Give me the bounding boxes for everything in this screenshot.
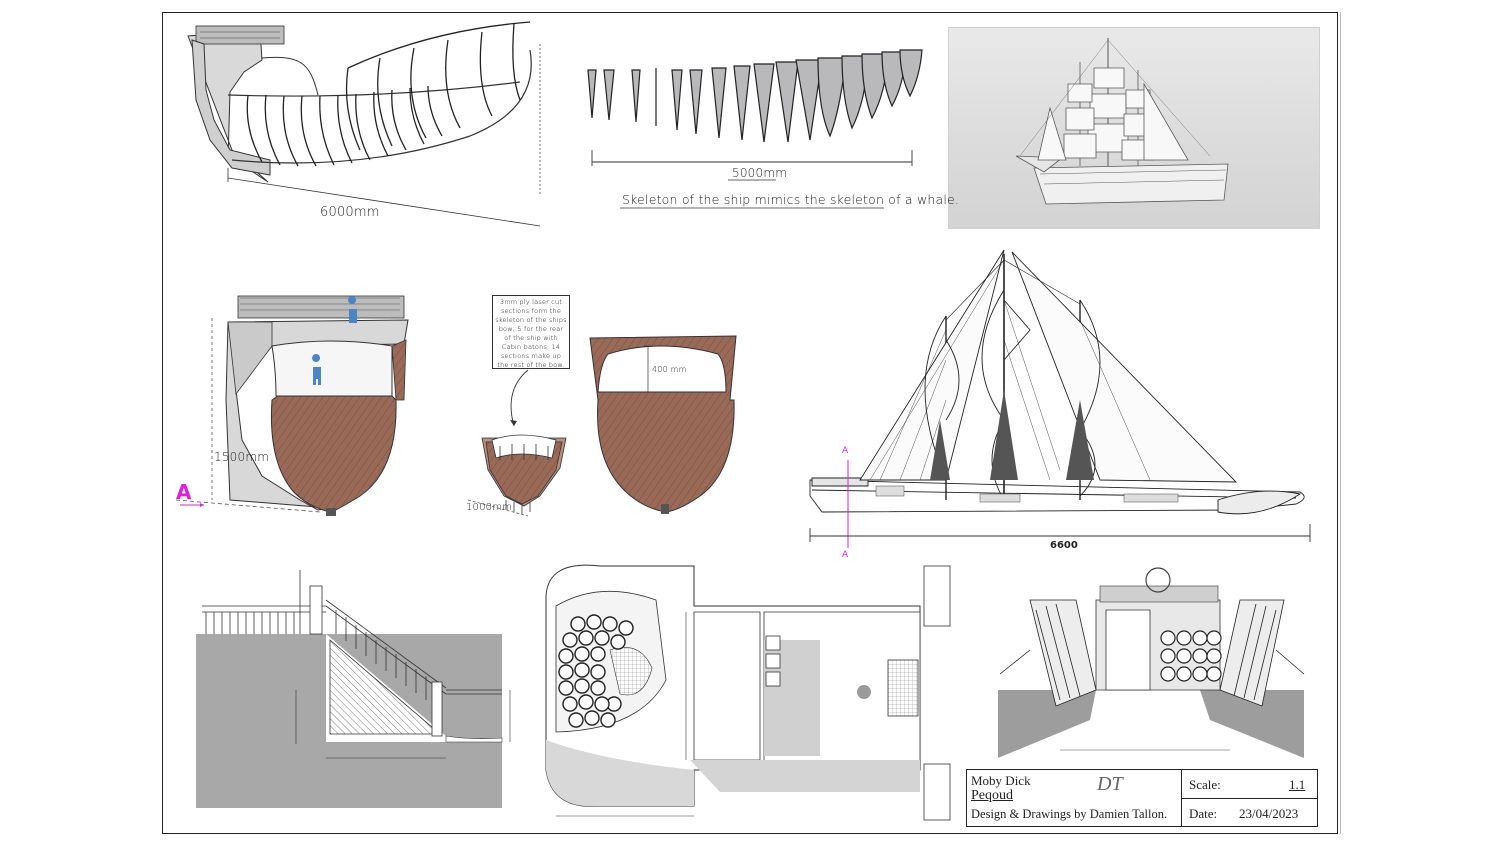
deck-plan [545, 564, 951, 821]
stern-perspective [998, 567, 1305, 758]
hull-cross-section-a [225, 295, 409, 516]
section-height-label: 1500mm [214, 450, 270, 464]
stacked-hull-sections [481, 369, 567, 514]
date-row: Date: 23/04/2023 [1181, 798, 1317, 827]
cabin-height-label: 400 mm [652, 365, 687, 374]
ship-name: Peqoud [971, 788, 1013, 803]
large-hull-section [589, 335, 737, 514]
sheet-edge-line [1340, 12, 1341, 834]
scale-label: Scale: [1189, 777, 1221, 792]
ship-render-photo [948, 27, 1320, 229]
date-value: 23/04/2023 [1239, 806, 1299, 821]
monogram-logo: DT [1097, 773, 1123, 795]
section-note-box: 3mm ply laser cut sections form the skel… [492, 295, 570, 369]
ship-length-label: 6600 [1050, 540, 1078, 551]
section-width-label: 1000mm [466, 502, 513, 513]
hull-skeleton-perspective [187, 21, 541, 227]
title-block-info: Moby Dick Peqoud Design & Drawings by Da… [967, 770, 1182, 826]
skeleton-length-label: 5000mm [732, 166, 788, 180]
skeleton-caption: Skeleton of the ship mimics the skeleton… [622, 192, 960, 207]
hull-length-label: 6000mm [320, 205, 380, 220]
design-credit: Design & Drawings by Damien Tallon. [971, 807, 1168, 821]
title-block-meta: Scale: 1.1 Date: 23/04/2023 [1181, 770, 1317, 826]
project-name: Moby Dick [971, 773, 1031, 788]
ship-side-elevation [809, 249, 1305, 515]
staircase-elevation [196, 570, 511, 808]
skeleton-sections-row [587, 49, 923, 143]
section-marker-a-left: A [176, 480, 192, 504]
section-marker-a-top: A [842, 446, 849, 456]
date-label: Date: [1189, 806, 1218, 821]
scale-value: 1.1 [1289, 777, 1306, 792]
title-block: Moby Dick Peqoud Design & Drawings by Da… [966, 769, 1318, 827]
section-marker-a-bottom: A [842, 550, 849, 560]
scale-row: Scale: 1.1 [1181, 770, 1317, 798]
